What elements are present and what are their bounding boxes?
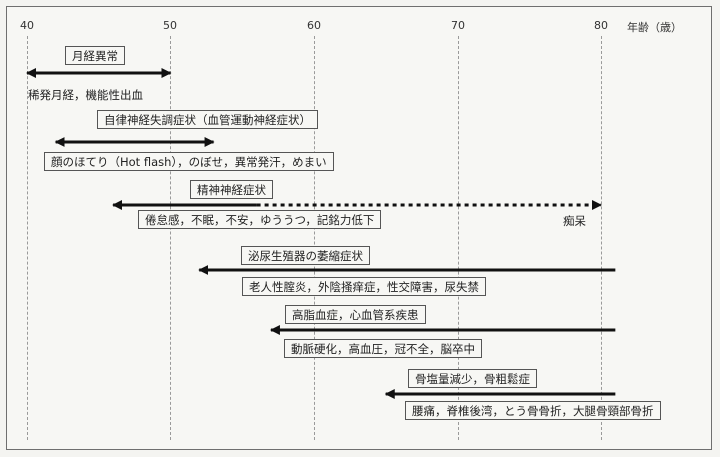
age-tick-70: 70 (451, 19, 465, 32)
age-tick-50: 50 (163, 19, 177, 32)
row-title-bone-loss: 骨塩量減少，骨粗鬆症 (408, 369, 537, 388)
gridline-40 (27, 36, 28, 440)
row-detail-autonomic: 顔のほてり（Hot flash），のぼせ，異常発汗，めまい (44, 152, 334, 171)
gridline-50 (170, 36, 171, 440)
row-detail-hyperlipidemia: 動脈硬化，高血圧，冠不全，脳卒中 (284, 339, 482, 358)
row-title-autonomic: 自律神経失調症状（血管運動神経症状） (97, 110, 318, 129)
row-detail-menstrual: 稀発月経，機能性出血 (28, 88, 143, 102)
row-note-dementia: 痴呆 (563, 214, 586, 228)
gridline-80 (601, 36, 602, 440)
age-tick-80: 80 (594, 19, 608, 32)
row-detail-bone-loss: 腰痛，脊椎後湾，とう骨骨折，大腿骨頸部骨折 (405, 401, 661, 420)
row-title-hyperlipidemia: 高脂血症，心血管系疾患 (285, 305, 426, 324)
row-detail-neuropsychiatric: 倦怠感，不眠，不安，ゆううつ，記銘力低下 (138, 210, 382, 229)
row-detail-urogenital: 老人性腟炎，外陰掻痒症，性交障害，尿失禁 (242, 277, 486, 296)
age-tick-60: 60 (307, 19, 321, 32)
gridline-70 (458, 36, 459, 440)
age-axis-unit: 年齢（歳） (627, 21, 682, 34)
row-title-menstrual: 月経異常 (65, 46, 125, 65)
age-tick-40: 40 (20, 19, 34, 32)
row-title-neuropsychiatric: 精神神経症状 (190, 180, 273, 199)
gridline-60 (314, 36, 315, 440)
row-title-urogenital: 泌尿生殖器の萎縮症状 (241, 246, 370, 265)
